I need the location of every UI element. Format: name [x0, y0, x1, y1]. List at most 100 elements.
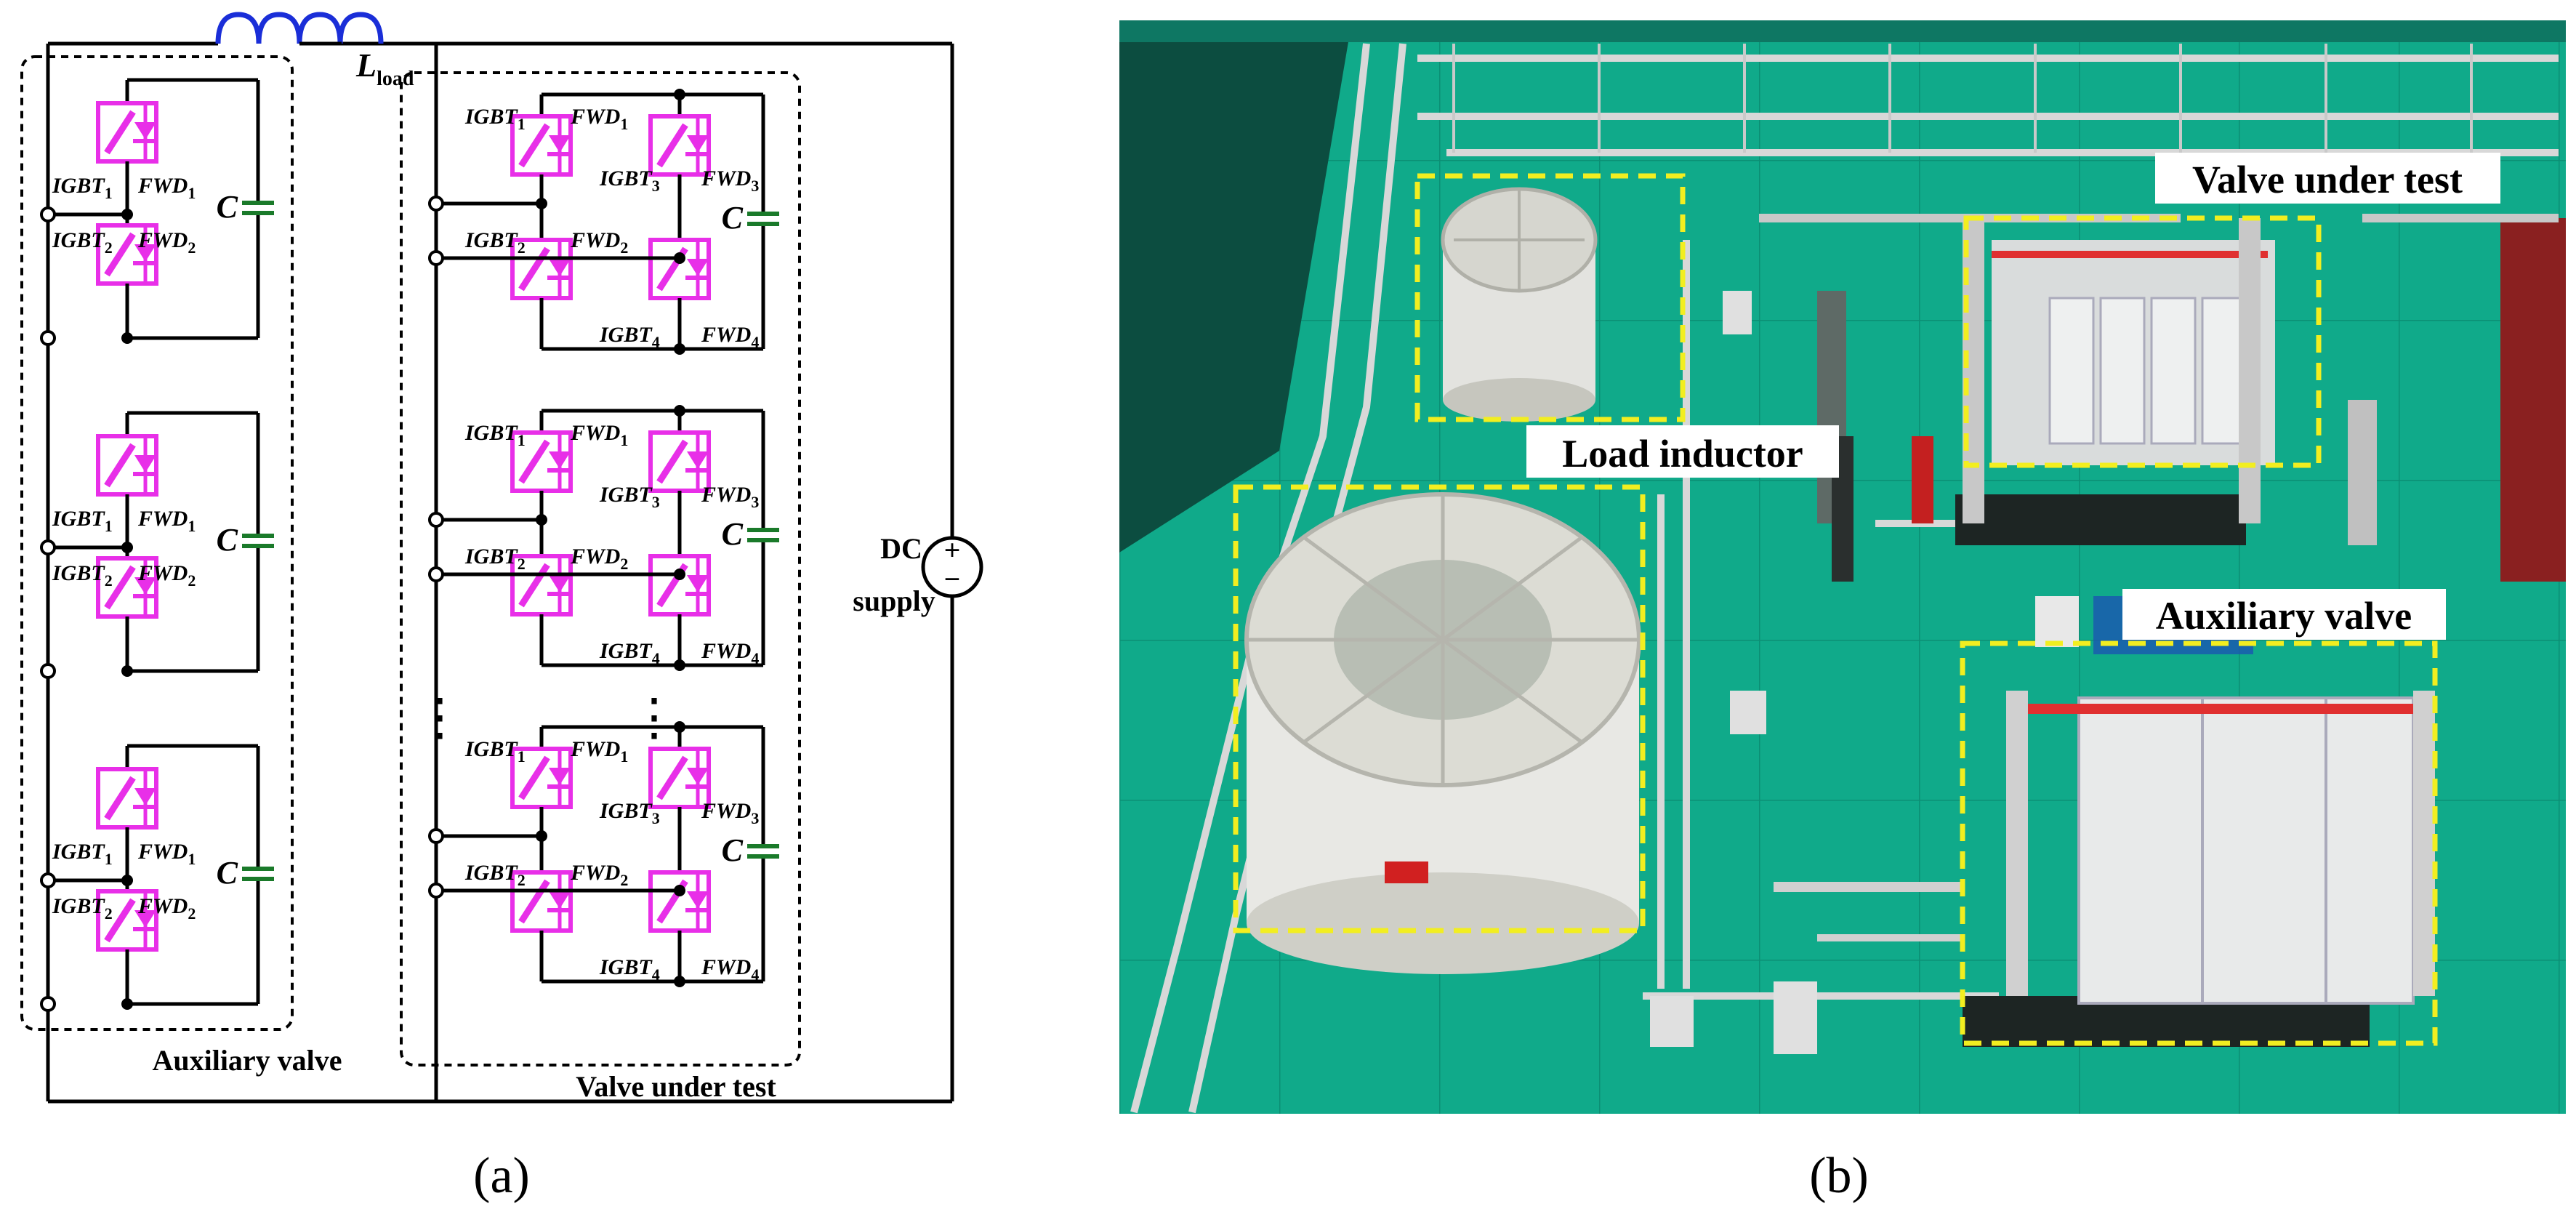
svg-text:Valve under test: Valve under test	[2192, 158, 2463, 201]
terminal	[428, 196, 444, 212]
igbt-fwd-switch	[98, 769, 158, 827]
fwd3-label: FWD3	[701, 483, 759, 511]
dc-supply-label-line2: supply	[853, 585, 935, 617]
highlight-large-inductor	[1233, 484, 1646, 933]
fwd2-label: FWD2	[570, 545, 628, 573]
igbt-fwd-switch	[651, 240, 710, 298]
junction-dot	[121, 998, 133, 1010]
highlight-aux-valve	[1960, 640, 2438, 1046]
igbt3-label: IGBT3	[599, 166, 660, 195]
terminal	[40, 330, 56, 346]
valve-under-test-label: Valve under test	[576, 1070, 776, 1103]
junction-dot	[536, 198, 547, 209]
junction-dot	[121, 209, 133, 220]
dc-supply-label-line1: DC	[880, 532, 922, 565]
capacitor-label: C	[722, 516, 744, 552]
caption-a: (a)	[473, 1148, 530, 1204]
igbt3-label: IGBT3	[599, 483, 660, 511]
tag-auxiliary-valve: Auxiliary valve	[2122, 589, 2446, 640]
fwd1-label: FWD1	[137, 840, 196, 868]
panel-b-photo: Valve under test Load inductor Auxiliary…	[1119, 20, 2566, 1204]
terminal	[40, 872, 56, 888]
igbt-fwd-switch	[651, 556, 710, 614]
junction-dot	[674, 405, 685, 417]
igbt4-label: IGBT4	[599, 323, 660, 351]
igbt-fwd-switch	[651, 749, 710, 807]
capacitor-symbol	[747, 214, 779, 224]
load-inductor-small	[1441, 187, 1598, 422]
igbt4-label: IGBT4	[599, 639, 660, 667]
fwd4-label: FWD4	[701, 955, 759, 984]
igbt2-label: IGBT2	[464, 228, 526, 257]
svg-text:Auxiliary valve: Auxiliary valve	[2156, 594, 2412, 638]
tag-load-inductor: Load inductor	[1526, 425, 1839, 478]
igbt2-label: IGBT2	[464, 545, 526, 573]
terminal	[428, 828, 444, 844]
fwd2-label: FWD2	[137, 894, 196, 923]
terminal	[40, 539, 56, 555]
panel-a-circuit: Lload + − DC supply Auxiliary valve Valv…	[20, 12, 983, 1204]
fwd2-label: FWD2	[570, 861, 628, 889]
junction-dot	[536, 514, 547, 526]
igbt2-label: IGBT2	[52, 894, 113, 923]
igbt2-label: IGBT2	[464, 861, 526, 889]
aux-valve-label: Auxiliary valve	[152, 1044, 342, 1077]
highlight-small-inductor	[1414, 173, 1686, 422]
dc-minus-sign: −	[944, 563, 961, 595]
terminal	[428, 566, 444, 582]
fwd1-label: FWD1	[570, 421, 628, 449]
igbt-fwd-switch	[651, 872, 710, 931]
capacitor-label: C	[217, 189, 238, 225]
igbt1-label: IGBT1	[52, 840, 113, 868]
capacitor-symbol	[747, 530, 779, 540]
junction-dot	[121, 875, 133, 886]
igbt2-label: IGBT2	[52, 228, 113, 257]
igbt-fwd-switch	[98, 436, 158, 494]
ellipsis-left: ⋮	[414, 690, 465, 746]
highlight-boxes	[1233, 173, 2438, 1046]
valve-under-test-equipment	[1955, 218, 2275, 545]
junction-dot	[674, 659, 685, 671]
ellipsis-mid: ⋮	[629, 690, 680, 746]
junction-dot	[674, 976, 685, 987]
junction-dot	[674, 885, 685, 896]
fwd2-label: FWD2	[137, 561, 196, 590]
dark-corner	[1119, 20, 1352, 553]
fwd3-label: FWD3	[701, 166, 759, 195]
junction-dot	[674, 569, 685, 580]
junction-dot	[536, 830, 547, 842]
igbt-fwd-switch	[651, 433, 710, 491]
terminal	[40, 206, 56, 222]
capacitor-label: C	[722, 200, 744, 236]
terminal	[40, 663, 56, 679]
fwd4-label: FWD4	[701, 639, 759, 667]
fwd2-label: FWD2	[137, 228, 196, 257]
capacitor-label: C	[217, 522, 238, 558]
caption-b: (b)	[1809, 1148, 1869, 1204]
dc-supply-source: + − DC supply	[853, 532, 983, 617]
igbt1-label: IGBT1	[464, 737, 526, 766]
junction-dot	[121, 542, 133, 553]
junction-dot	[121, 665, 133, 677]
dc-plus-sign: +	[944, 534, 961, 566]
fwd4-label: FWD4	[701, 323, 759, 351]
junction-dot	[674, 721, 685, 733]
misc-lab-fixtures	[1650, 214, 2566, 1054]
capacitor-symbol	[747, 846, 779, 856]
junction-dot	[674, 89, 685, 100]
tag-valve-under-test: Valve under test	[2155, 153, 2500, 204]
highlight-valve-under-test	[1963, 215, 2322, 468]
fwd3-label: FWD3	[701, 799, 759, 827]
fwd1-label: FWD1	[570, 105, 628, 133]
junction-dot	[121, 332, 133, 344]
load-inductor-symbol	[215, 12, 384, 46]
igbt1-label: IGBT1	[52, 507, 113, 535]
